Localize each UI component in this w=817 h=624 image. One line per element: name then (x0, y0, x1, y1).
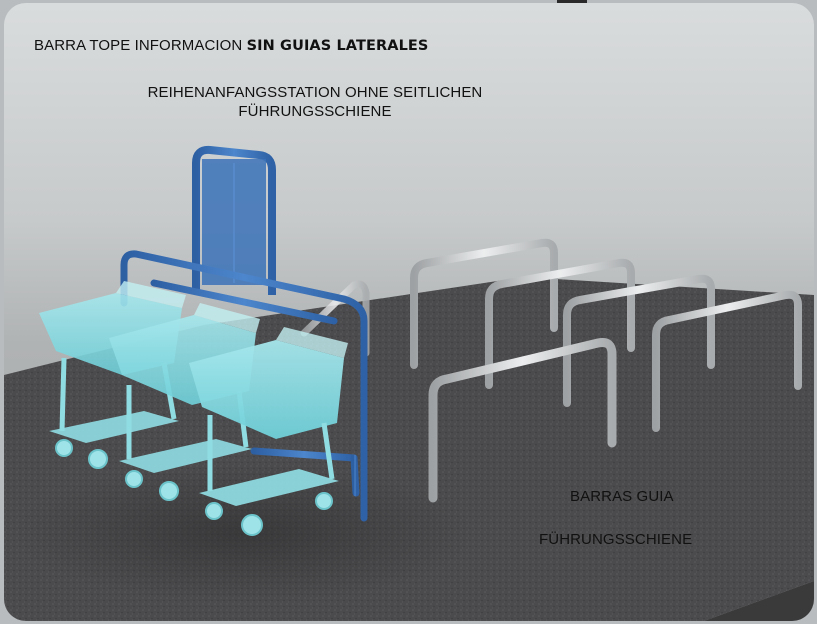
page-title: BARRA TOPE INFORMACION SIN GUIAS LATERAL… (34, 36, 428, 56)
title-emphasis: SIN GUIAS LATERALES (246, 38, 429, 54)
guide-rail-icon (485, 258, 635, 389)
station-front-post (120, 261, 366, 523)
guide-rail-icon (428, 338, 617, 503)
trolley-station-scene (4, 145, 814, 621)
guide-rail-icon (300, 280, 370, 357)
corner-tab (557, 0, 587, 4)
guide-rail-icon (652, 290, 802, 432)
guide-rails-label-de: FÜHRUNGSSCHIENE (539, 531, 693, 548)
info-panel-icon (192, 145, 276, 295)
title-plain: BARRA TOPE INFORMACION (34, 37, 243, 54)
station-frame (120, 250, 368, 522)
guide-rails-label-es: BARRAS GUIA (570, 488, 674, 505)
guide-rail-icon (410, 238, 558, 369)
shopping-trolley-icon (189, 327, 348, 536)
illustration-card: BARRA TOPE INFORMACION SIN GUIAS LATERAL… (4, 3, 814, 621)
german-subtitle: REIHENANFANGSSTATION OHNE SEITLICHEN FÜH… (147, 84, 483, 120)
guide-rail-icon (563, 274, 715, 407)
guide-rails (300, 238, 802, 503)
